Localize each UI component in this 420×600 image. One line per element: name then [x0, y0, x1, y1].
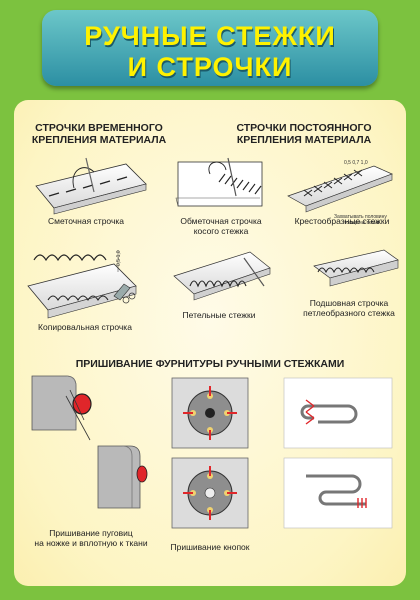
- loop-stitch-illustration: [173, 251, 271, 301]
- hem-stitch-illustration: [313, 249, 399, 287]
- cross-size-label: 0,5 0,7 1,0: [344, 160, 368, 166]
- caption-hem-line-2: петлеобразного стежка: [303, 308, 395, 318]
- caption-overcast-line-1: Обметочная строчка: [180, 216, 262, 226]
- permanent-heading-line-2: КРЕПЛЕНИЯ МАТЕРИАЛА: [236, 134, 372, 146]
- overcast-stitch-illustration: [175, 157, 263, 207]
- caption-basting: Сметочная строчка: [47, 216, 125, 226]
- caption-buttons: Пришивание пуговиц на ножке и вплотную к…: [16, 528, 166, 548]
- title-line-2: И СТРОЧКИ: [127, 52, 293, 82]
- caption-overcast: Обметочная строчка косого стежка: [166, 216, 276, 236]
- stitch-illustrations: 0,5-1,0 0,5 0,7 1,0 Захватывать половину: [27, 157, 399, 529]
- permanent-heading-line-1: СТРОЧКИ ПОСТОЯННОГО: [236, 122, 372, 134]
- title-line-1: РУЧНЫЕ СТЕЖКИ: [84, 21, 336, 51]
- tracing-stitch-illustration: 0,5-1,0: [27, 250, 137, 319]
- caption-hem-line-1: Подшовная строчка: [309, 298, 389, 308]
- content-panel: 0,5-1,0 0,5 0,7 1,0 Захватывать половину: [14, 100, 406, 586]
- caption-hem: Подшовная строчка петлеобразного стежка: [294, 298, 404, 318]
- title-banner: РУЧНЫЕ СТЕЖКИ И СТРОЧКИ: [42, 10, 378, 86]
- tracing-size-label: 0,5-1,0: [116, 250, 122, 266]
- cross-stitch-illustration: 0,5 0,7 1,0 Захватывать половину толщины…: [287, 160, 393, 226]
- permanent-stitches-heading: СТРОЧКИ ПОСТОЯННОГО КРЕПЛЕНИЯ МАТЕРИАЛА: [224, 122, 384, 146]
- basting-stitch-illustration: [35, 157, 147, 215]
- button-sewing-illustration: [31, 375, 148, 509]
- fittings-heading: ПРИШИВАНИЕ ФУРНИТУРЫ РУЧНЫМИ СТЕЖКАМИ: [75, 358, 345, 370]
- caption-overcast-line-2: косого стежка: [193, 226, 249, 236]
- caption-buttons-line-1: Пришивание пуговиц: [49, 528, 133, 538]
- caption-snaps: Пришивание кнопок: [170, 542, 250, 552]
- temporary-stitches-heading: СТРОЧКИ ВРЕМЕННОГО КРЕПЛЕНИЯ МАТЕРИАЛА: [24, 122, 174, 146]
- temporary-heading-line-2: КРЕПЛЕНИЯ МАТЕРИАЛА: [31, 134, 167, 146]
- caption-buttons-line-2: на ножке и вплотную к ткани: [34, 538, 148, 548]
- temporary-heading-line-1: СТРОЧКИ ВРЕМЕННОГО: [35, 122, 163, 134]
- hook-and-eye-illustration: [283, 377, 393, 529]
- cross-note-line-2: толщины ткани: [344, 220, 380, 226]
- caption-tracing: Копировальная строчка: [38, 322, 132, 332]
- caption-cross: Крестообразные стежки: [294, 216, 390, 226]
- snap-sewing-illustration: [171, 377, 249, 529]
- cross-note-line-1: Захватывать половину: [334, 214, 387, 220]
- caption-loop: Петельные стежки: [182, 310, 256, 320]
